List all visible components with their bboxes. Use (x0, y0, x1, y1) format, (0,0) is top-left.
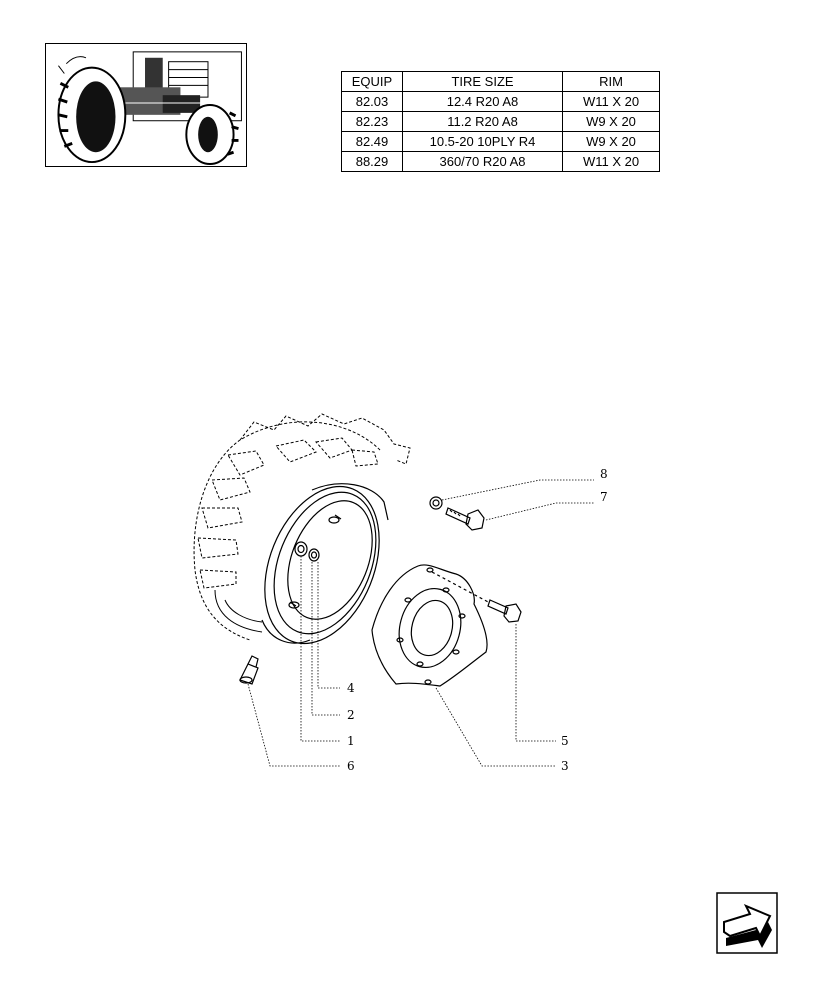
tire-size-cell: 11.2 R20 A8 (402, 111, 563, 132)
table-row: 82.03 12.4 R20 A8 W11 X 20 (341, 91, 660, 112)
tractor-thumbnail (45, 43, 247, 167)
table-row: 82.23 11.2 R20 A8 W9 X 20 (341, 111, 660, 132)
valve-icon (239, 655, 259, 685)
next-page-button[interactable] (716, 892, 778, 954)
leader-lines (247, 479, 594, 767)
callout-8: 8 (600, 467, 608, 481)
wheel-disc-icon (371, 564, 488, 687)
tire-icon (193, 413, 411, 641)
callout-3: 3 (561, 759, 569, 773)
washer-icon (308, 548, 320, 562)
bolt-icon (445, 507, 485, 531)
column-header-tire-size: TIRE SIZE (402, 71, 563, 92)
column-header-equip: EQUIP (341, 71, 403, 92)
rim-cell: W11 X 20 (562, 91, 660, 112)
callout-4: 4 (347, 681, 355, 695)
rim-icon (261, 483, 389, 645)
callout-1: 1 (347, 734, 355, 748)
tire-rim-table: EQUIP TIRE SIZE RIM 82.03 12.4 R20 A8 W1… (341, 71, 660, 172)
equip-cell: 82.03 (341, 91, 403, 112)
tire-size-cell: 10.5-20 10PLY R4 (402, 131, 563, 152)
tractor-front-view-icon (57, 51, 242, 166)
table-row: 82.49 10.5-20 10PLY R4 W9 X 20 (341, 131, 660, 152)
equip-cell: 82.49 (341, 131, 403, 152)
equip-cell: 88.29 (341, 151, 403, 172)
rim-cell: W9 X 20 (562, 111, 660, 132)
rim-cell: W9 X 20 (562, 131, 660, 152)
tire-size-cell: 12.4 R20 A8 (402, 91, 563, 112)
tire-size-cell: 360/70 R20 A8 (402, 151, 563, 172)
rim-cell: W11 X 20 (562, 151, 660, 172)
column-header-rim: RIM (562, 71, 660, 92)
table-header-row: EQUIP TIRE SIZE RIM (341, 71, 660, 92)
equip-cell: 82.23 (341, 111, 403, 132)
table-row: 88.29 360/70 R20 A8 W11 X 20 (341, 151, 660, 172)
wheel-nut-icon (294, 541, 308, 557)
callout-7: 7 (600, 490, 608, 504)
callout-6: 6 (347, 759, 355, 773)
bolt-washer-icon (429, 496, 443, 510)
disc-bolt-icon (431, 571, 522, 623)
callout-2: 2 (347, 708, 355, 722)
next-page-arrow-icon (716, 892, 778, 954)
callout-5: 5 (561, 734, 569, 748)
